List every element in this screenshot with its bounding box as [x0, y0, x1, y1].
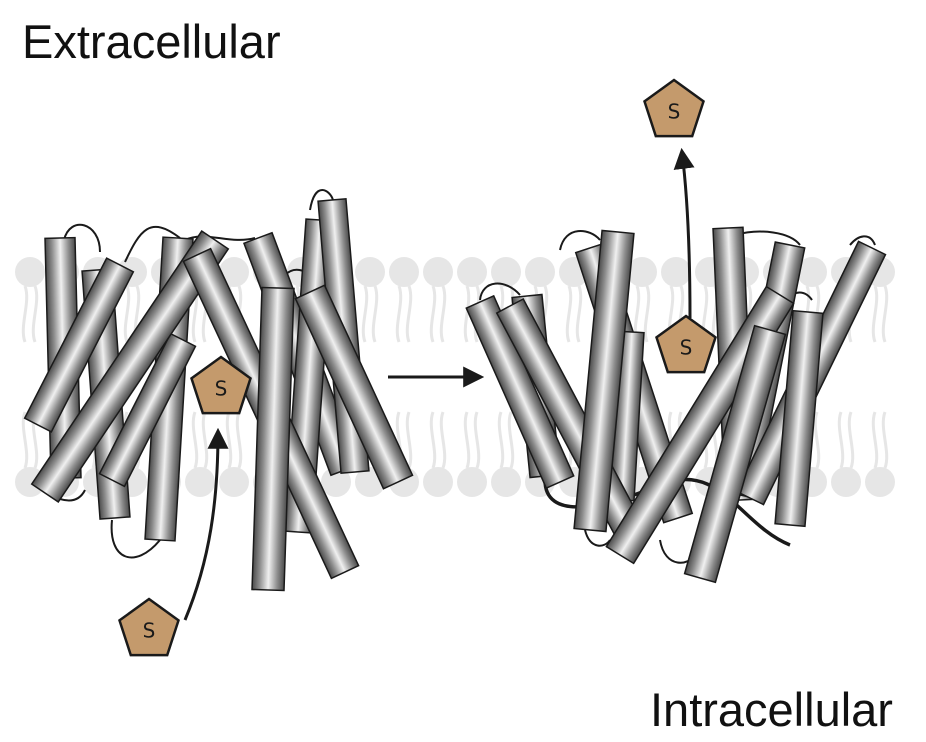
lipid-molecule [831, 411, 861, 497]
substrate-entering: S [118, 597, 180, 657]
helix-cylinder [774, 309, 824, 528]
substrate-entry-arrow [183, 427, 229, 621]
intracellular-label: Intracellular [650, 683, 893, 736]
substrate-release-arrow [673, 147, 695, 319]
substrate-symbol: S [215, 377, 228, 401]
helix-cylinder [465, 294, 575, 490]
substrate-symbol: S [680, 336, 693, 360]
left-transporter-helices [23, 198, 414, 592]
lipid-molecule [15, 257, 45, 343]
extracellular-label: Extracellular [22, 15, 281, 68]
lipid-molecule [185, 411, 215, 497]
helix-cylinder [683, 324, 787, 584]
lipid-molecule [491, 411, 521, 497]
substrate-bound-right: S [655, 314, 717, 374]
helix-cylinder [98, 332, 197, 488]
lipid-molecule [423, 257, 453, 343]
right-transporter-helices [465, 226, 887, 584]
helix-cylinder [294, 284, 414, 490]
lipid-molecule [389, 257, 419, 343]
helix-cylinder [23, 257, 135, 433]
lipid-molecule [457, 411, 487, 497]
helix-cylinder [573, 229, 635, 533]
substrate-bound-left: S [190, 355, 252, 415]
substrate-released: S [643, 78, 705, 138]
lipid-molecule [355, 257, 385, 343]
helix-cylinder [251, 286, 295, 592]
substrate-symbol: S [143, 619, 156, 643]
lipid-molecule [865, 411, 895, 497]
substrate-symbol: S [668, 100, 681, 124]
helix-cylinder [30, 230, 230, 503]
lipid-molecule [423, 411, 453, 497]
lipid-molecule [219, 411, 249, 497]
